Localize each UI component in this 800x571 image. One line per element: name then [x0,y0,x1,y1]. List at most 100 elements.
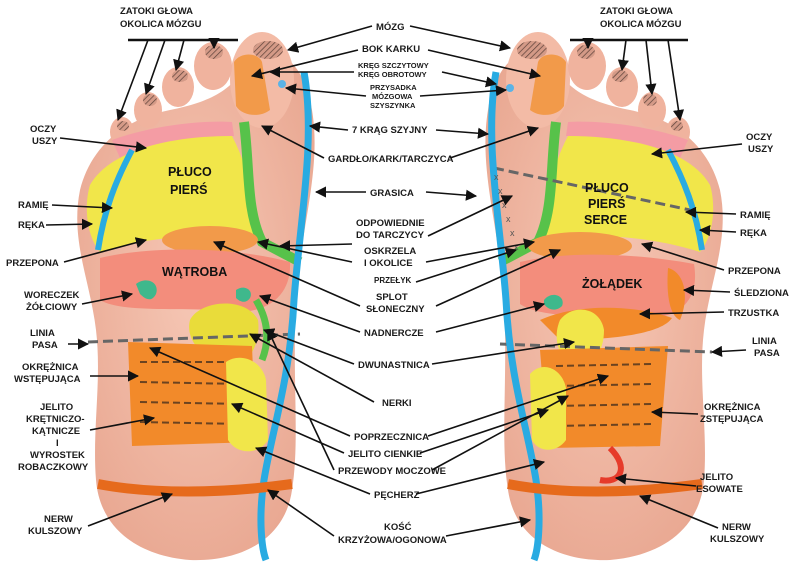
zone-right-piers: PIERŚ [588,196,626,211]
label-ramie-left: RAMIĘ [18,200,49,211]
svg-text:x: x [498,186,503,196]
left-colon-dashes [139,361,241,425]
label-kreg-2: KRĘG OBROTOWY [358,70,427,79]
label-woreczek-1: WORECZEK [24,290,80,301]
label-krag-szyjny: 7 KRĄG SZYJNY [352,125,428,136]
label-nerw-right-2: KULSZOWY [710,534,765,545]
label-przysadka-3: SZYSZYNKA [370,101,416,110]
left-colon-zone [128,342,256,446]
label-okreznica-right-1: OKRĘŻNICA [704,402,761,413]
label-oskrzela-1: OSKRZELA [364,246,416,257]
label-jelito-kret-6: ROBACZKOWY [18,462,89,473]
right-stomach-zone [520,254,696,319]
label-przysadka-2: MÓZGOWA [372,92,413,101]
label-przysadka-1: PRZYSADKA [370,83,417,92]
left-sinus-5 [117,121,129,131]
label-poprzecznica: POPRZECZNICA [354,432,429,443]
right-spleen [667,268,685,320]
zone-left-pluco: PŁUCO [168,165,212,179]
label-woreczek-2: ŻÓŁCIOWY [26,301,78,313]
right-sinus-3 [612,70,628,82]
label-sledziona: ŚLEDZIONA [734,287,789,299]
label-gardlo: GARDŁO/KARK/TARCZYCA [328,154,454,165]
right-waist-line [499,342,713,354]
label-trzustka: TRZUSTKA [728,308,779,319]
left-sinus-4 [143,94,157,106]
right-shoulder-line [665,148,705,251]
label-bok-karku: BOK KARKU [362,44,420,55]
svg-text:x: x [494,172,499,182]
right-colon-dashes [555,363,653,427]
label-jelito-kret-4: I [56,438,59,449]
label-jelito-eso-2: ESOWATE [696,484,743,495]
right-lung-zone [538,136,714,252]
label-jelito-kret-1: JELITO [40,402,73,413]
right-colon-zone [540,346,668,448]
left-liver-zone [100,249,291,312]
label-reka-left: RĘKA [18,220,45,231]
label-okreznica-left-2: WSTĘPUJĄCA [14,374,81,385]
right-foot: xxx xxx [485,32,723,562]
left-sinus-3 [172,70,188,82]
zone-right-serce: SERCE [584,213,627,227]
label-okreznica-right-2: ZSTĘPUJĄCA [700,414,763,425]
left-gallbladder [136,280,157,300]
right-sinus-big [517,41,547,59]
svg-text:x: x [514,242,519,252]
label-jelito-eso-1: JELITO [700,472,733,483]
label-okreznica-left-1: OKRĘŻNICA [22,362,79,373]
label-przepona-right: PRZEPONA [728,266,781,277]
label-zatoki-right-1: ZATOKI GŁOWA [600,6,673,17]
label-splot-1: SPLOT [376,292,408,303]
label-oczy-left-1: OCZY [30,124,57,135]
label-grasica: GRASICA [370,188,414,199]
label-zatoki-left-2: OKOLICA MÓZGU [120,18,202,30]
label-linia-right-2: PASA [754,348,780,359]
zone-left-piers: PIERŚ [170,182,208,197]
label-przelyk: PRZEŁYK [374,276,412,285]
zone-labels: PŁUCO PIERŚ WĄTROBA PŁUCO PIERŚ SERCE ŻO… [162,165,642,291]
label-przepona-left: PRZEPONA [6,258,59,269]
label-kosc-2: KRZYŻOWA/OGONOWA [338,535,447,546]
zone-left-watroba: WĄTROBA [162,265,227,279]
left-adrenal [236,287,251,302]
label-odpowiednie-2: DO TARCZYCY [356,230,425,241]
label-oczy-right-2: USZY [748,144,774,155]
label-nerw-left-2: KULSZOWY [28,526,83,537]
left-waist-line [87,332,301,344]
right-small-intestine [530,366,566,450]
label-jelito-kret-3: KĄTNICZE [32,426,80,437]
pointer-arrows [45,25,747,537]
label-kreg-1: KRĘG SZCZYTOWY [358,61,429,70]
label-linia-right-1: LINIA [752,336,777,347]
right-sinus-4 [643,94,657,106]
label-kosc-1: KOŚĆ [384,521,412,533]
svg-text:x: x [510,228,515,238]
left-sciatic-band [97,479,293,497]
label-oczy-right-1: OCZY [746,132,773,143]
label-nerw-left-1: NERW [44,514,73,525]
label-reka-right: RĘKA [740,228,767,239]
svg-text:x: x [506,214,511,224]
svg-text:x: x [502,200,507,210]
left-foot [77,32,315,562]
zone-right-pluco: PŁUCO [585,181,629,195]
label-odpowiednie-1: ODPOWIEDNIE [356,218,425,229]
left-pituitary-dot [278,80,286,88]
right-sciatic-band [507,479,703,497]
label-linia-left-1: LINIA [30,328,55,339]
label-przewody: PRZEWODY MOCZOWE [338,466,446,477]
label-jelito-kret-2: KRĘTNICZO- [26,414,85,425]
right-spine-line [488,71,543,562]
label-zatoki-right-2: OKOLICA MÓZGU [600,18,682,30]
right-sinus-2 [577,45,595,59]
label-linia-left-2: PASA [32,340,58,351]
labels: ZATOKI GŁOWA OKOLICA MÓZGU ZATOKI GŁOWA … [6,6,789,546]
left-bronchi-zone [162,226,258,254]
right-sigmoid [599,445,624,484]
label-nadnercze: NADNERCZE [364,328,424,339]
label-nerw-right-1: NERW [722,522,751,533]
left-sinus-big [253,41,283,59]
label-dwunastnica: DWUNASTNICA [358,360,430,371]
